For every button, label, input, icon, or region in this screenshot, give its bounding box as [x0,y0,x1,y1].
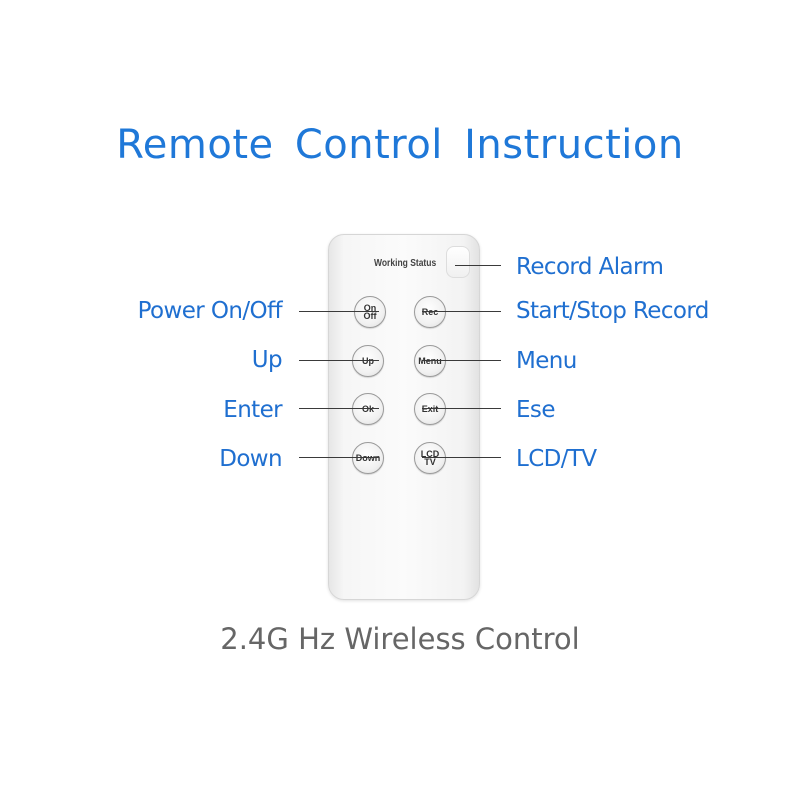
label-enter: Enter [223,397,282,423]
label-power-on-off: Power On/Off [137,298,283,324]
up-button[interactable]: Up [352,345,384,377]
working-status-label: Working Status [374,258,437,269]
remote-control-body [328,234,480,600]
start-stop-leader-line [422,311,501,312]
rec-button[interactable]: Rec [414,296,446,328]
wireless-caption: 2.4G Hz Wireless Control [220,622,580,656]
rec-button-label: Rec [422,307,439,317]
record-alarm-indicator [446,246,470,278]
down-button-label: Down [356,453,381,463]
page-title: Remote Control Instruction [116,122,684,168]
down-leader-line [299,457,379,458]
menu-button-label: Menu [418,356,442,366]
exit-button[interactable]: Exit [414,393,446,425]
lcd-tv-button[interactable]: LCD TV [414,442,446,474]
enter-leader-line [299,408,379,409]
power-leader-line [299,311,379,312]
ok-button[interactable]: Ok [352,393,384,425]
menu-leader-line [422,360,501,361]
exit-button-label: Exit [422,404,439,414]
label-lcd-tv: LCD/TV [516,446,597,472]
ok-button-label: Ok [362,404,374,414]
record-alarm-leader-line [455,265,501,266]
menu-button[interactable]: Menu [414,345,446,377]
lcd-tv-leader-line [422,457,501,458]
label-down: Down [219,446,282,472]
ese-leader-line [422,408,501,409]
on-off-button[interactable]: On Off [354,296,386,328]
down-button[interactable]: Down [352,442,384,474]
label-start-stop-record: Start/Stop Record [516,298,709,324]
label-ese: Ese [516,397,555,423]
label-record-alarm: Record Alarm [516,254,664,280]
up-button-label: Up [362,356,374,366]
label-up: Up [251,347,283,373]
lcd-tv-button-label: LCD TV [420,449,440,467]
up-leader-line [299,360,379,361]
label-menu: Menu [516,348,577,374]
on-off-button-label: On Off [363,303,377,321]
